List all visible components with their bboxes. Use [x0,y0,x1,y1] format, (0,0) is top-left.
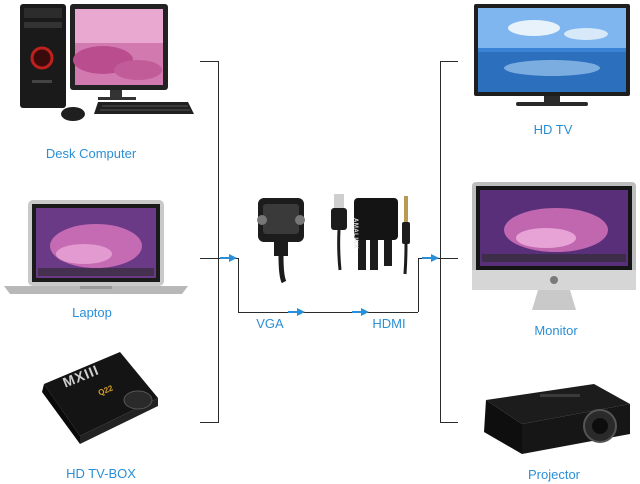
tvbox-icon [42,352,158,444]
projector-label: Projector [527,467,581,482]
laptop-label: Laptop [72,305,112,320]
desk-computer-icon [20,4,194,121]
tvbox-label: HD TV-BOX [66,466,136,481]
hdtv-icon [474,4,630,106]
hdtv-label: HD TV [533,122,573,137]
monitor-icon [472,182,636,310]
vga-connector-icon [257,194,410,284]
desk-computer-label: Desk Computer [45,146,137,161]
hdmi-label: HDMI [372,316,406,331]
vga-label: VGA [256,316,284,331]
arrow-hdmi-icon [361,308,369,316]
arrow-in-icon [229,254,237,262]
arrow-out-icon [431,254,439,262]
arrow-vga-icon [297,308,305,316]
monitor-label: Monitor [534,323,578,338]
laptop-icon [4,200,188,294]
adapter-brand: AMALINK [352,218,358,250]
projector-icon [484,384,630,454]
